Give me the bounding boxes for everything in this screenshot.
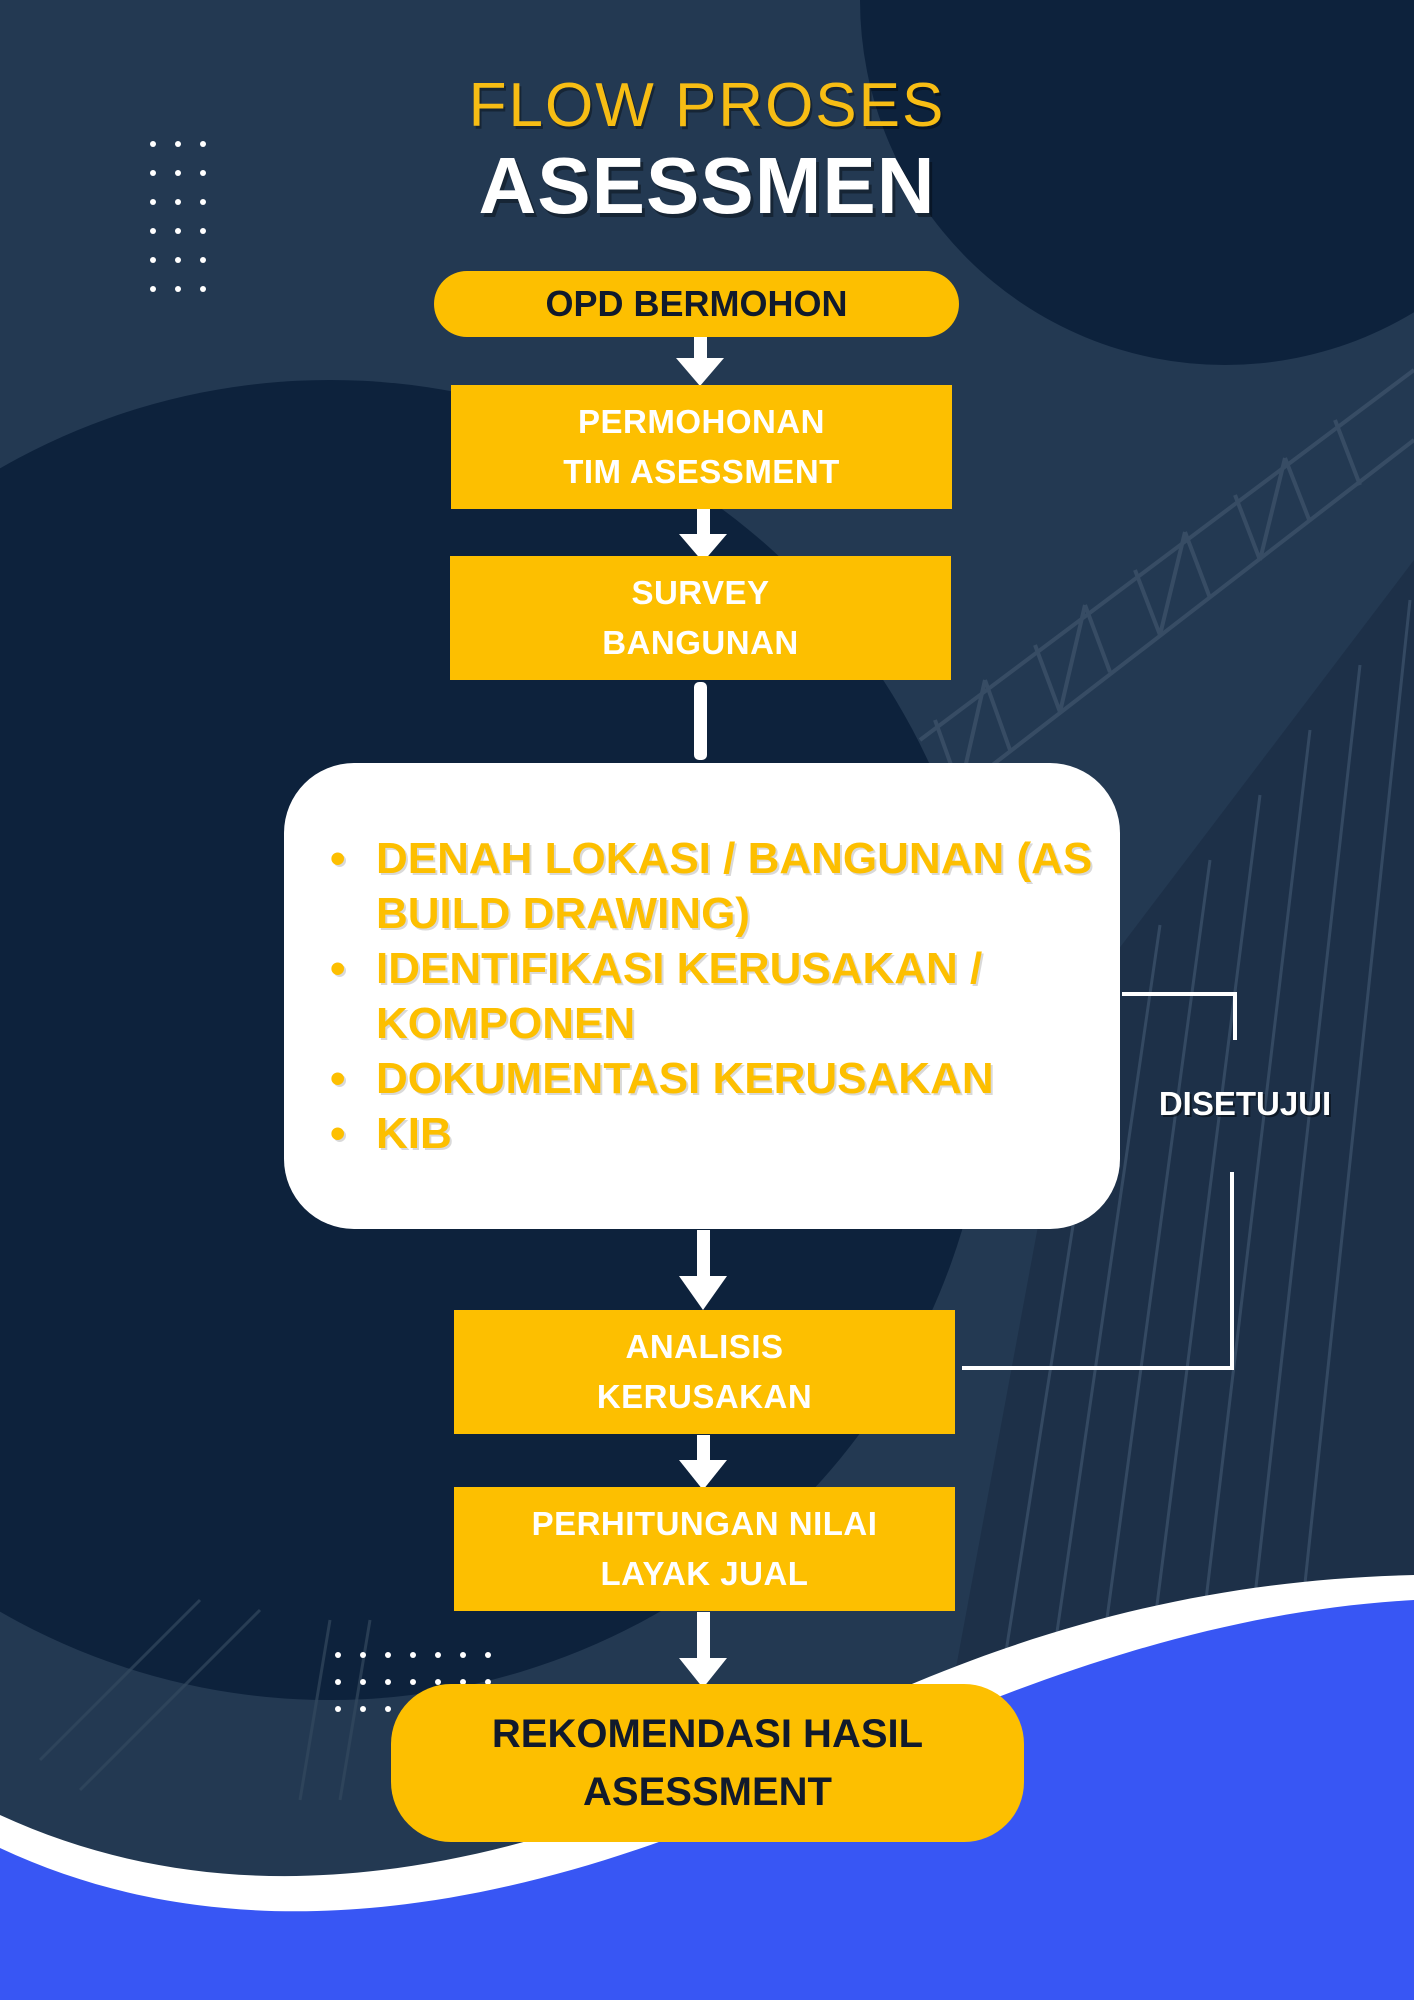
survey-details-card: • DENAH LOKASI / BANGUNAN (AS BUILD DRAWI…: [284, 763, 1120, 1229]
step-survey-box: SURVEY BANGUNAN: [450, 556, 951, 680]
arrow-down-icon: [679, 1460, 727, 1490]
approval-label: DISETUJUI: [1158, 1085, 1332, 1122]
title-line-2: ASESSMEN: [478, 141, 936, 230]
arrow-down-icon: [679, 1276, 727, 1310]
arrow-down-icon: [679, 1658, 727, 1688]
list-item: • IDENTIFIKASI KERUSAKAN / KOMPONEN: [328, 941, 1108, 1051]
step-end-line-1: REKOMENDASI HASIL: [491, 1712, 924, 1756]
list-item: • KIB: [328, 1106, 1108, 1161]
step-survey-line-1: SURVEY: [631, 574, 770, 611]
detail-item-text: DOKUMENTASI KERUSAKAN: [376, 1054, 994, 1103]
survey-details-list: • DENAH LOKASI / BANGUNAN (AS BUILD DRAWI…: [328, 831, 1108, 1161]
bullet-icon: •: [330, 1054, 346, 1103]
step-start-label: OPD BERMOHON: [545, 283, 848, 324]
step-permohonan-line-2: TIM ASESSMENT: [563, 453, 840, 490]
flow-connectors: [676, 330, 1237, 1688]
step-perhitungan-box: PERHITUNGAN NILAI LAYAK JUAL: [454, 1487, 955, 1611]
step-end-line-2: ASESSMENT: [583, 1770, 832, 1814]
decor-circle-top: [860, 0, 1414, 365]
detail-item-text: KIB: [376, 1109, 452, 1158]
bullet-icon: •: [330, 834, 346, 883]
dot-grid-top: [150, 141, 206, 292]
step-survey-line-2: BANGUNAN: [602, 624, 799, 661]
arrow-down-icon: [676, 358, 724, 386]
step-analisis-line-2: KERUSAKAN: [596, 1378, 813, 1415]
detail-item-text: IDENTIFIKASI KERUSAKAN / KOMPONEN: [376, 944, 983, 1048]
bullet-icon: •: [330, 1109, 346, 1158]
title-line-1: FLOW PROSES: [468, 71, 946, 140]
step-analisis-box: ANALISIS KERUSAKAN: [454, 1310, 955, 1434]
step-analisis-line-1: ANALISIS: [625, 1328, 784, 1365]
arrow-down-icon: [679, 534, 727, 562]
detail-item-text: DENAH LOKASI / BANGUNAN (AS BUILD DRAWIN…: [376, 834, 1093, 938]
bullet-icon: •: [330, 944, 346, 993]
step-perhitungan-line-1: PERHITUNGAN NILAI: [531, 1505, 878, 1542]
bottom-structure: [38, 1598, 372, 1801]
step-perhitungan-line-2: LAYAK JUAL: [600, 1555, 809, 1592]
list-item: • DOKUMENTASI KERUSAKAN: [328, 1051, 1108, 1106]
wave-blue: [0, 1600, 1414, 2000]
step-start-pill: OPD BERMOHON: [434, 271, 959, 337]
step-permohonan-line-1: PERMOHONAN: [577, 403, 825, 440]
list-item: • DENAH LOKASI / BANGUNAN (AS BUILD DRAWI…: [328, 831, 1108, 941]
step-end-pill: REKOMENDASI HASIL ASESSMENT: [391, 1684, 1024, 1842]
step-permohonan-box: PERMOHONAN TIM ASESSMENT: [451, 385, 952, 509]
